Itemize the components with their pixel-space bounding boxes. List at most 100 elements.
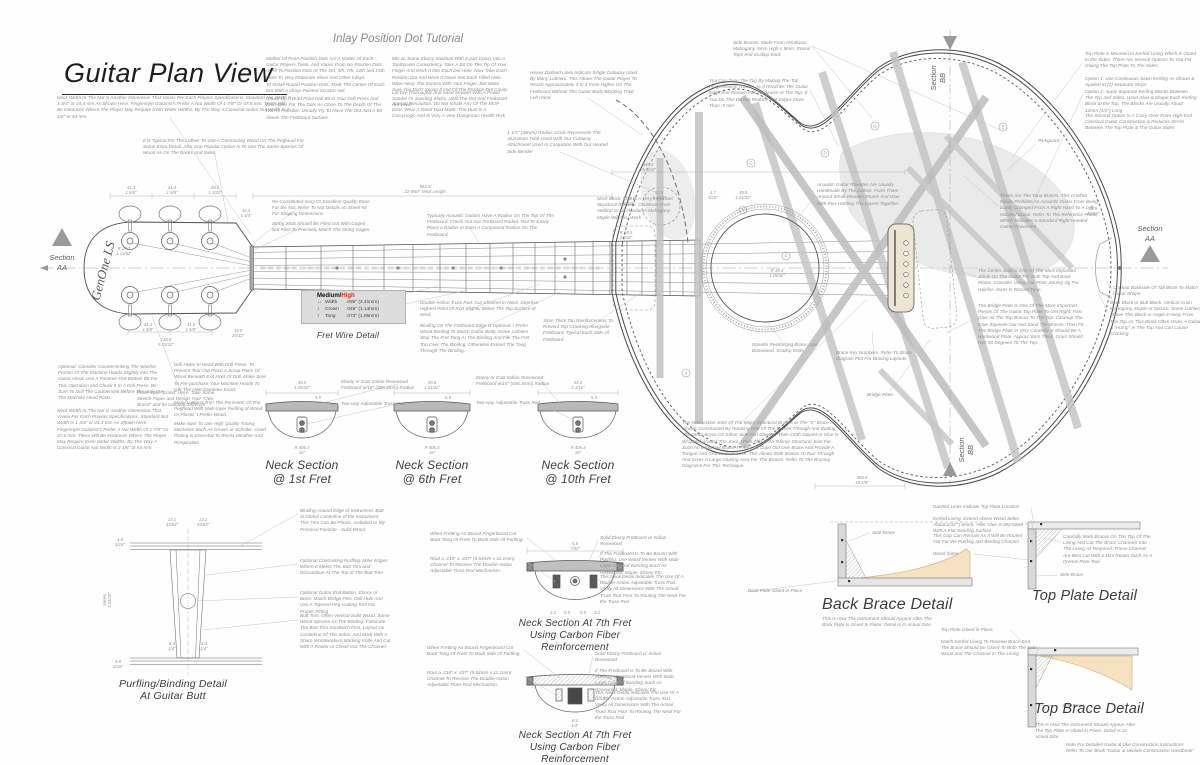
- end-pin: [1118, 266, 1122, 270]
- leader-line: [597, 555, 623, 569]
- brace-key-letter: [746, 158, 756, 168]
- leader-line: [1042, 537, 1062, 543]
- brace-key-letter-text: F: [785, 254, 788, 259]
- svg-text:BB: BB: [966, 445, 975, 455]
- centerline: [40, 265, 1168, 271]
- section-aa-right-label: Section: [1137, 224, 1162, 233]
- leader-line: [309, 383, 399, 407]
- tone-braces: [877, 133, 1075, 447]
- section-aa-left-label: Section: [49, 253, 74, 262]
- leader-line: [1096, 290, 1109, 313]
- section-aa-right: Section AA: [1137, 224, 1163, 262]
- dimension-label: 9.5: [580, 610, 587, 615]
- nut: [249, 245, 254, 291]
- neck-section-7th-a: [526, 560, 624, 600]
- guitar-body: [611, 49, 1122, 487]
- leader-line: [739, 299, 867, 425]
- dimension-label: 5.5: [445, 395, 452, 400]
- brace-key-letter-text: A: [683, 371, 687, 376]
- leader-line: [1011, 61, 1084, 159]
- cutaway-dashed: [615, 99, 689, 244]
- leader-line: [963, 175, 999, 207]
- page-title: Guitar Plan View: [62, 58, 287, 95]
- leader-line: [523, 675, 557, 696]
- dimension-lines: [109, 169, 906, 554]
- neck-section-6th: [393, 401, 471, 439]
- tail-block: [1095, 237, 1113, 299]
- leader-line: [526, 537, 561, 565]
- transverse-braces: [656, 112, 703, 424]
- position-dots: [335, 257, 567, 279]
- brace-key-letter-text: C: [749, 161, 753, 166]
- leader-line: [205, 563, 299, 576]
- top-plate-detail: [1005, 521, 1141, 590]
- leader-line: [151, 315, 183, 397]
- strings: [252, 240, 896, 296]
- leader-line: [469, 227, 481, 246]
- fret-wire-spec-row: ↕Tang.073" (1.85mm): [317, 313, 379, 319]
- svg-text:AA: AA: [1144, 234, 1155, 243]
- section-bb-top-label: Section: [929, 65, 938, 90]
- leader-line: [169, 117, 252, 236]
- leader-line: [1031, 93, 1084, 206]
- leader-line: [477, 283, 541, 307]
- leader-line: [747, 580, 837, 593]
- neck-section-7th-b: [526, 674, 624, 713]
- dim-arrow-icon: ↕: [317, 306, 320, 312]
- leader-line: [1030, 507, 1035, 525]
- leader-line: [587, 655, 594, 679]
- dimension-label: 3.2: [594, 610, 601, 615]
- leader-line: [789, 195, 816, 229]
- leader-line: [587, 539, 599, 565]
- leader-line: [1036, 574, 1059, 577]
- purfling-detail: [130, 528, 262, 676]
- leader-line: [1030, 537, 1035, 551]
- bridge-plate-outline: [912, 209, 958, 329]
- soundhole-rosette: [700, 203, 830, 333]
- fret-wire-detail-box: Medium/High ↔Width.095" (2.41mm)↕Crown.0…: [301, 290, 406, 324]
- leader-line: [1032, 645, 1041, 661]
- leader-line: [945, 317, 977, 334]
- section-aa-left: Section AA: [49, 228, 75, 272]
- svg-text:BB: BB: [938, 73, 947, 83]
- leader-line: [592, 695, 611, 699]
- tutorial-heading: Inlay Position Dot Tutorial: [332, 33, 464, 45]
- brace-key-letter: [870, 121, 880, 131]
- leader-line: [255, 205, 301, 242]
- section-bb-bottom-label: Section: [957, 437, 966, 462]
- cutaway-shade: [640, 149, 696, 241]
- brace-key-letter: [820, 148, 830, 158]
- fret-wire-size-label: Medium/High: [317, 293, 355, 299]
- dim-arrow-icon: ↕: [317, 313, 320, 319]
- bridge-pins: [903, 240, 909, 299]
- leader-line: [597, 579, 613, 587]
- leader-line: [477, 291, 561, 331]
- leader-line: [811, 45, 873, 119]
- leader-line: [1105, 280, 1113, 291]
- back-brace-detail: [830, 521, 985, 587]
- drawing-labels: Pickguard Bridge Plate: [867, 138, 1060, 398]
- fret-wire-spec-row: ↕Crown.045" (1.14mm): [317, 306, 379, 312]
